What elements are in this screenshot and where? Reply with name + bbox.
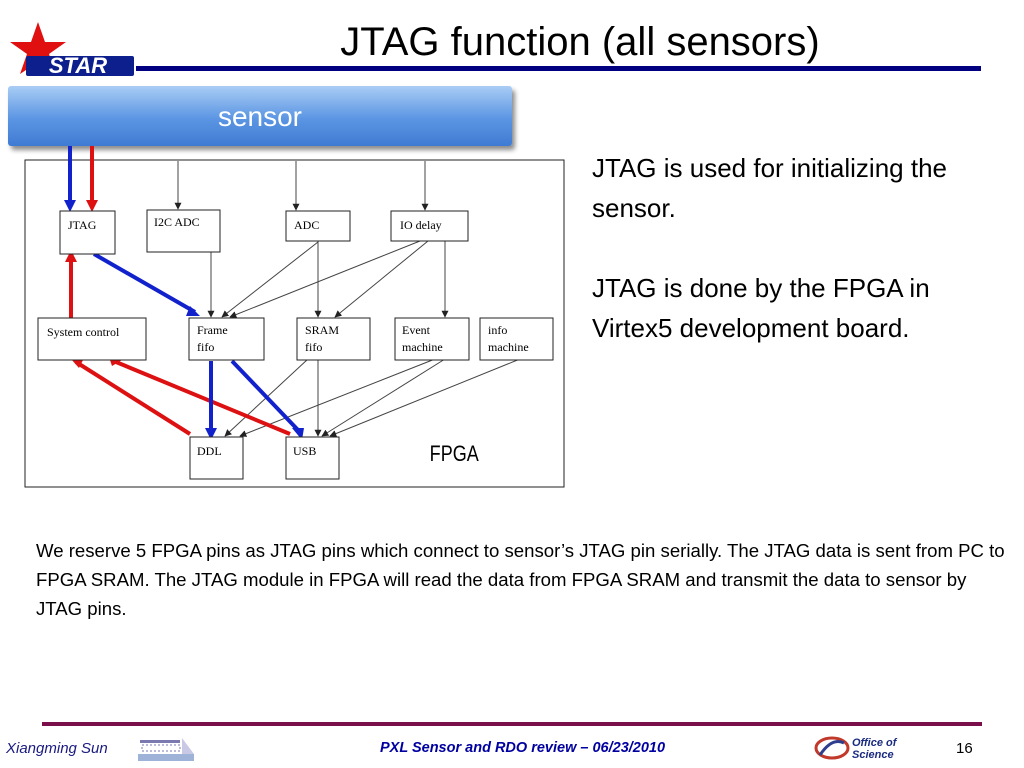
logo-text: STAR [49,53,107,78]
connector-line [221,241,319,318]
blue-arrow [93,252,196,314]
red-arrowhead [86,200,98,212]
connector-line [321,358,446,437]
footer-author: Xiangming Sun [6,740,108,757]
blue-arrowhead [186,306,200,316]
block-event-machine [394,317,470,361]
block-label-sram-line-2: fifo [305,340,322,354]
block-usb [285,436,340,480]
block-label-usb: USB [293,444,316,458]
block-label-sram-line-1: SRAM [305,323,339,337]
block-jtag [59,210,116,255]
star-logo: STAR [10,22,134,78]
body-paragraph: We reserve 5 FPGA pins as JTAG pins whic… [36,540,1005,619]
sensor-label: sensor [217,101,303,132]
bullet-jtag-used: JTAG is used for initializing the sensor… [592,153,947,223]
block-label-frame-line-2: fifo [197,340,214,354]
block-label-event-line-1: Event [402,323,431,337]
block-i2c-adc [146,209,221,253]
blue-arrowhead [205,428,217,440]
logo-bar [26,56,134,76]
block-label-info-line-2: machine [488,340,529,354]
red-arrowhead [110,360,122,366]
block-system-control [37,317,147,361]
connector-line [239,358,436,437]
page-number: 16 [956,740,973,757]
slide-title: JTAG function (all sensors) [340,20,820,64]
red-star-icon [10,22,66,74]
block-sram-fifo [296,317,371,361]
block-label-ddl: DDL [197,444,222,458]
block-label-system-control: System control [47,325,120,339]
footer-rule [42,722,982,726]
block-info-machine [479,317,554,361]
blue-arrow [230,359,300,432]
red-arrow [115,360,291,436]
block-adc [285,210,351,242]
bullet-jtag-done: JTAG is done by the FPGA in Virtex5 deve… [592,273,930,343]
footer-event: PXL Sensor and RDO review – 06/23/2010 [380,740,666,756]
block-label-jtag: JTAG [68,218,97,232]
red-arrowhead [65,250,77,262]
red-arrowhead [71,359,83,368]
block-label-io-delay: IO delay [400,218,442,232]
doe-office-of-science-logo: Office of Science [814,736,898,761]
block-frame-fifo [188,317,265,361]
sensor-banner [8,86,512,146]
block-label-i2c-adc: I2C ADC [154,215,200,229]
fpga-label: FPGA [430,442,480,466]
connector-line [334,240,429,318]
svg-text:Science: Science [852,749,894,761]
block-io-delay [390,210,469,242]
block-label-frame-line-1: Frame [197,323,228,337]
block-label-info-line-1: info [488,323,507,337]
title-underline [136,66,981,71]
connector-line [329,358,521,437]
block-label-event-line-2: machine [402,340,443,354]
block-label-adc: ADC [294,218,319,232]
connector-line [229,240,421,318]
svg-text:Office of: Office of [852,737,898,749]
blue-arrowhead [64,200,76,212]
lab-logo [138,738,194,761]
red-arrow [74,360,192,436]
block-ddl [189,436,244,480]
